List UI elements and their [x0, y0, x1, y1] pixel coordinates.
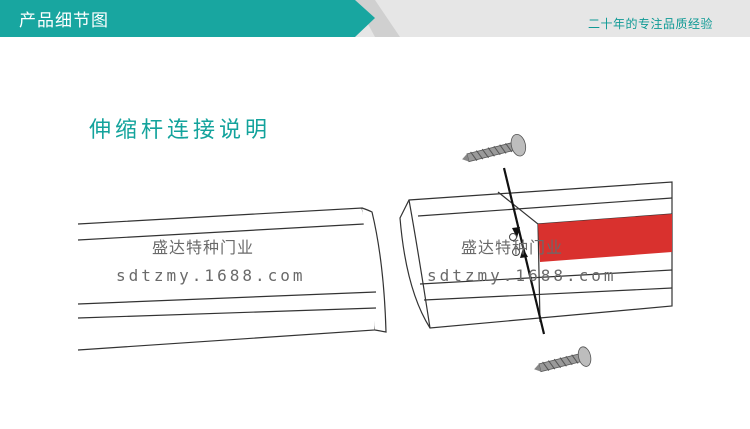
section-title: 伸缩杆连接说明	[89, 118, 272, 143]
screw-icon	[534, 346, 592, 373]
hole-mark	[509, 233, 517, 241]
arrow-down-icon	[512, 227, 520, 238]
screw-icon	[462, 133, 527, 163]
watermark-url-left: sdtzmy.1688.com	[116, 266, 306, 285]
header-band	[0, 0, 375, 37]
header-slogan: 二十年的专注品质经验	[587, 17, 713, 31]
arrow-up-icon	[520, 248, 528, 258]
header-title: 产品细节图	[19, 11, 109, 31]
hole-mark	[512, 248, 520, 256]
watermark-name-left: 盛达特种门业	[152, 238, 255, 257]
inner-rod-highlight	[538, 214, 672, 262]
left-rod	[77, 207, 387, 351]
watermark-url-right: sdtzmy.1688.com	[427, 266, 617, 285]
watermark-name-right: 盛达特种门业	[461, 238, 564, 257]
